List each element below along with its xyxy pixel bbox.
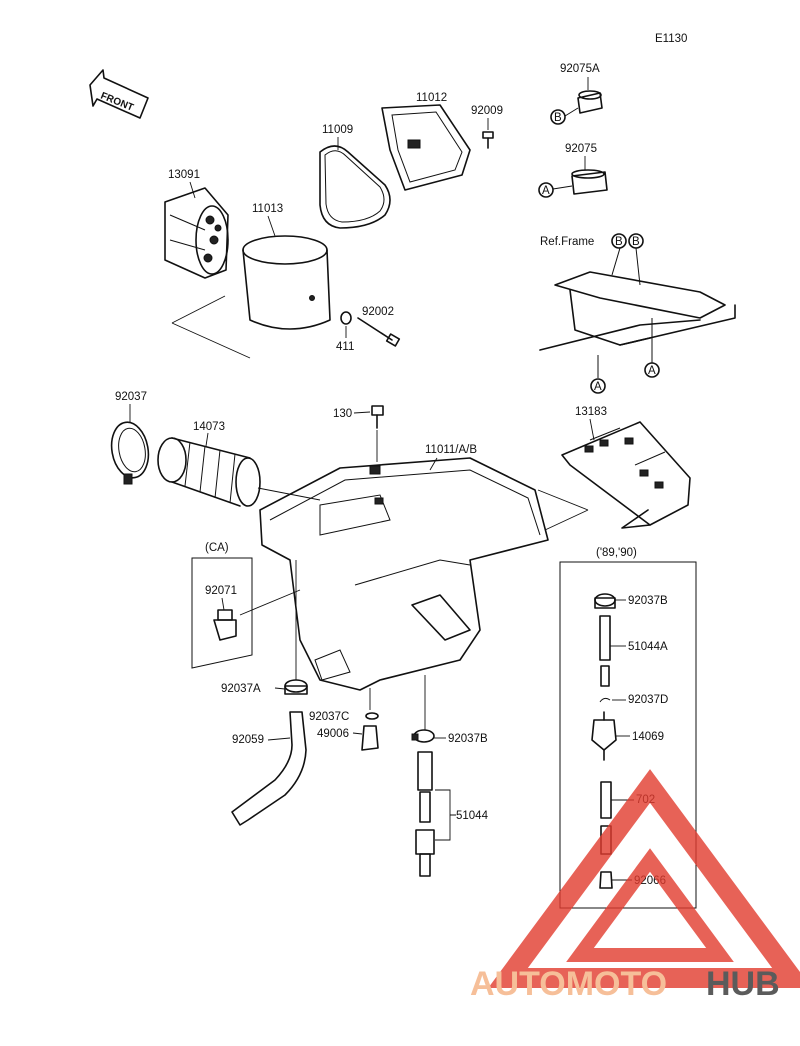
label-130: 130 [333,408,352,420]
hose-92059 [231,711,307,826]
label-92037A: 92037A [221,683,261,695]
label-92002: 92002 [362,306,394,318]
automotohub-watermark: AUTOMOTO HUB [470,769,800,1003]
watermark-text-automoto: AUTOMOTO [470,965,667,1003]
mounting-plate [561,421,691,529]
fuel-filter-14069 [591,711,617,761]
pipe-51044A [599,615,611,687]
label-92009: 92009 [471,105,503,117]
label-92059: 92059 [232,734,264,746]
label-13183: 13183 [575,406,607,418]
front-label: FRONT [99,91,135,114]
clip-92037C [365,712,379,720]
label-11013: 11013 [252,203,283,215]
clamp-92037A [284,679,308,695]
variant-years-label: ('89,'90) [596,547,637,559]
label-92037D: 92037D [628,694,668,706]
washer-411 [340,311,352,325]
label-11012: 11012 [416,92,447,104]
label-11009: 11009 [322,124,353,136]
frame-subassembly [539,247,736,378]
label-92075: 92075 [565,143,597,155]
marker-a-3: A [648,365,656,377]
screw-92009 [482,131,494,149]
label-51044A: 51044A [628,641,668,653]
air-filter-element [242,235,331,330]
collar-92075A [577,90,603,114]
fitting-92066 [599,871,613,889]
circle-b-marker [550,109,566,125]
label-14069: 14069 [632,731,664,743]
label-92037B-right: 92037B [628,595,668,607]
marker-a-1: A [542,185,550,197]
variant-ca-label: (CA) [205,542,229,554]
pipe-51044 [415,751,435,877]
collar-92075 [571,169,608,195]
marker-a-2: A [594,381,602,393]
label-92037: 92037 [115,391,147,403]
label-11011: 11011/A/B [425,444,477,456]
cap-49006 [361,725,379,751]
air-box-housing [259,457,549,691]
valve-92071 [213,609,237,641]
clamp-92037B [411,729,435,743]
gasket [319,145,391,229]
front-arrow-icon: FRONT [89,69,149,119]
clip-92037D [599,697,611,703]
marker-b-2: B [615,236,623,248]
label-92037B: 92037B [448,733,488,745]
label-92075A: 92075A [560,63,600,75]
bolt-92002 [357,317,401,347]
ref-frame-label: Ref.Frame [540,236,594,248]
diagram-code: E1130 [655,33,687,45]
label-14073: 14073 [193,421,225,433]
circle-a-marker [538,182,554,198]
label-92037C: 92037C [309,711,349,723]
label-49006: 49006 [317,728,349,740]
plug-130 [371,405,384,429]
watermark-text-hub: HUB [706,965,780,1003]
clamp-92037 [110,421,150,485]
ca-frame [191,557,253,669]
label-411: 411 [336,341,354,353]
clamp-92037B-right [594,593,616,609]
marker-b-1: B [554,112,562,124]
filter-cage [164,187,229,279]
filter-cover [381,104,471,191]
label-51044: 51044 [456,810,489,822]
label-92071: 92071 [205,585,237,597]
intake-duct [157,437,261,507]
years-frame [559,561,697,909]
marker-b-3: B [632,236,640,248]
label-13091: 13091 [168,169,200,181]
